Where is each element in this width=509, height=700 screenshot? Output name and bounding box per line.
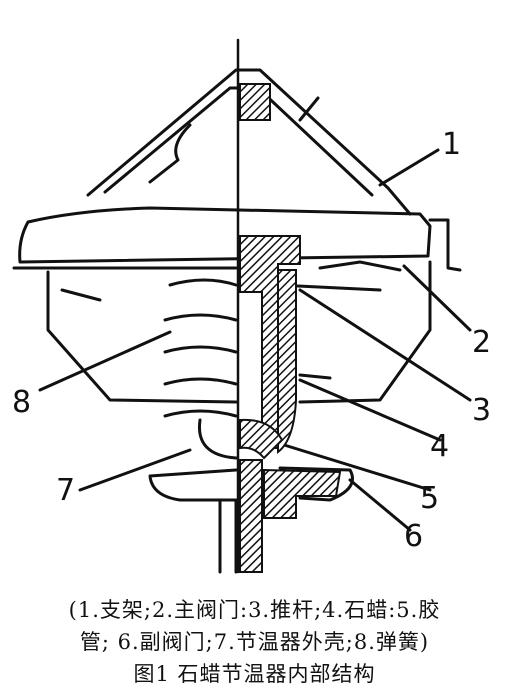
- callout-5: 5: [420, 481, 439, 516]
- leader-4: [298, 378, 442, 442]
- callout-1: 1: [442, 127, 461, 162]
- rubber-tube: [239, 418, 284, 460]
- leader-7: [78, 448, 192, 492]
- leader-1: [378, 148, 440, 187]
- callout-8: 8: [12, 385, 31, 420]
- bracket-top-block: [239, 83, 271, 121]
- bracket-outline: [86, 68, 412, 216]
- spring: [163, 278, 238, 418]
- housing-outline: [46, 270, 238, 404]
- wax-chamber: [277, 269, 297, 455]
- lower-hatched-body: [239, 459, 263, 573]
- leader-8: [38, 330, 172, 392]
- leader-6: [348, 478, 412, 532]
- auxiliary-valve: [148, 468, 238, 502]
- valve-seat: [263, 468, 342, 519]
- callout-3: 3: [472, 393, 491, 428]
- figure-title: 图1 石蜡节温器内部结构: [133, 662, 376, 686]
- casing: [197, 418, 238, 460]
- callout-4: 4: [430, 429, 449, 464]
- legend-line-1: (1.支架;2.主阀门:3.推杆;4.石蜡:5.胶: [68, 598, 441, 622]
- leader-5: [266, 438, 432, 492]
- thermostat-diagram: 1 2 3 4 5 6 7 8: [12, 38, 491, 574]
- callout-2: 2: [472, 325, 491, 360]
- callout-7: 7: [56, 473, 75, 508]
- callout-6: 6: [404, 519, 423, 554]
- legend-line-2: 管; 6.副阀门;7.节温器外壳;8.弹簧): [79, 630, 430, 654]
- leader-2: [402, 264, 472, 332]
- leader-3: [298, 288, 472, 402]
- valve-plate: [18, 206, 432, 264]
